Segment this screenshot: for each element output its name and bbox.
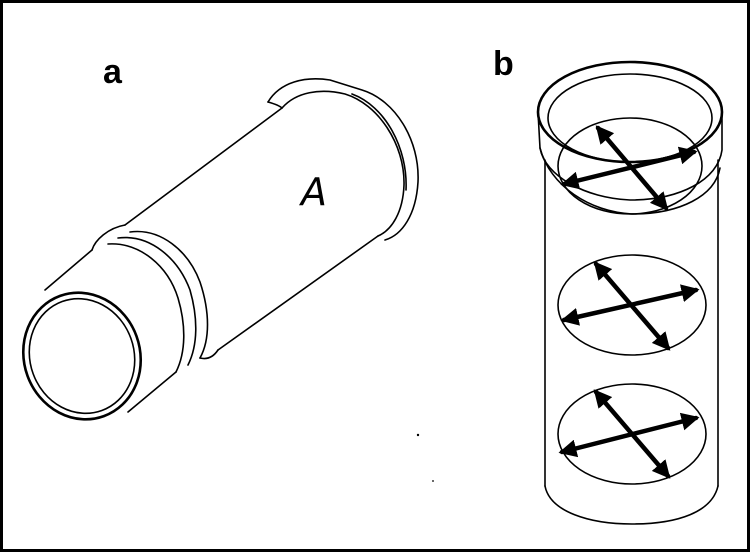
panel-b-label: b [493, 45, 514, 83]
measurement-plane-top [557, 117, 703, 215]
panel-b: b [493, 45, 724, 525]
measurement-plane-bottom [557, 383, 707, 485]
part-mark-a: A [298, 170, 327, 214]
scan-speck [432, 480, 434, 482]
bore-measurement-icon [536, 60, 724, 525]
measurement-plane-middle [557, 254, 707, 356]
double-arrow-cross-icon [560, 125, 698, 211]
diagram-canvas: a A b [21, 45, 724, 525]
double-arrow-cross-icon [560, 261, 700, 351]
scan-speck [416, 433, 420, 437]
double-arrow-cross-icon [558, 389, 700, 479]
cylinder-liner-icon [21, 78, 419, 421]
panel-a: a A [21, 53, 419, 421]
panel-a-label: a [103, 53, 123, 91]
